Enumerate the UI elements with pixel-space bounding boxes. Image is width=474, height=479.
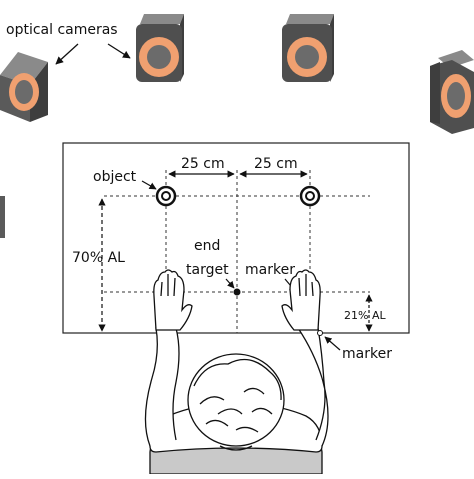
arm-length-near-label: 21% AL [344, 309, 386, 322]
hand-icon [281, 269, 321, 331]
person-top-view-icon [144, 327, 329, 475]
object-label: object [93, 169, 137, 185]
camera-icon [136, 14, 184, 82]
hand-icon [153, 269, 193, 331]
object-target-icon [155, 185, 177, 207]
wrist-marker-pointer [324, 336, 341, 351]
end-target-label-line1: end [194, 238, 220, 254]
arm-length-far-label: 70% AL [72, 250, 125, 266]
wrist-marker-label: marker [342, 346, 392, 362]
object-pointer [141, 180, 157, 190]
end-target-pointer [225, 278, 235, 289]
wrist-marker-dot [317, 330, 323, 336]
camera-icon [0, 52, 48, 122]
optical-cameras-label: optical cameras [6, 22, 118, 38]
end-target-dot-icon [233, 288, 241, 296]
spacing-label-right: 25 cm [254, 156, 298, 172]
table-outline [62, 142, 410, 334]
camera-icon [282, 14, 334, 82]
camera-icon [430, 50, 474, 134]
camera-arrow-left [55, 43, 79, 65]
end-target-label-line2: target [186, 262, 229, 278]
hand-marker-label: marker [245, 262, 295, 278]
object-target-icon [299, 185, 321, 207]
spacing-label-left: 25 cm [181, 156, 225, 172]
camera-arrow-right [107, 43, 131, 59]
camera-icon [0, 196, 5, 238]
